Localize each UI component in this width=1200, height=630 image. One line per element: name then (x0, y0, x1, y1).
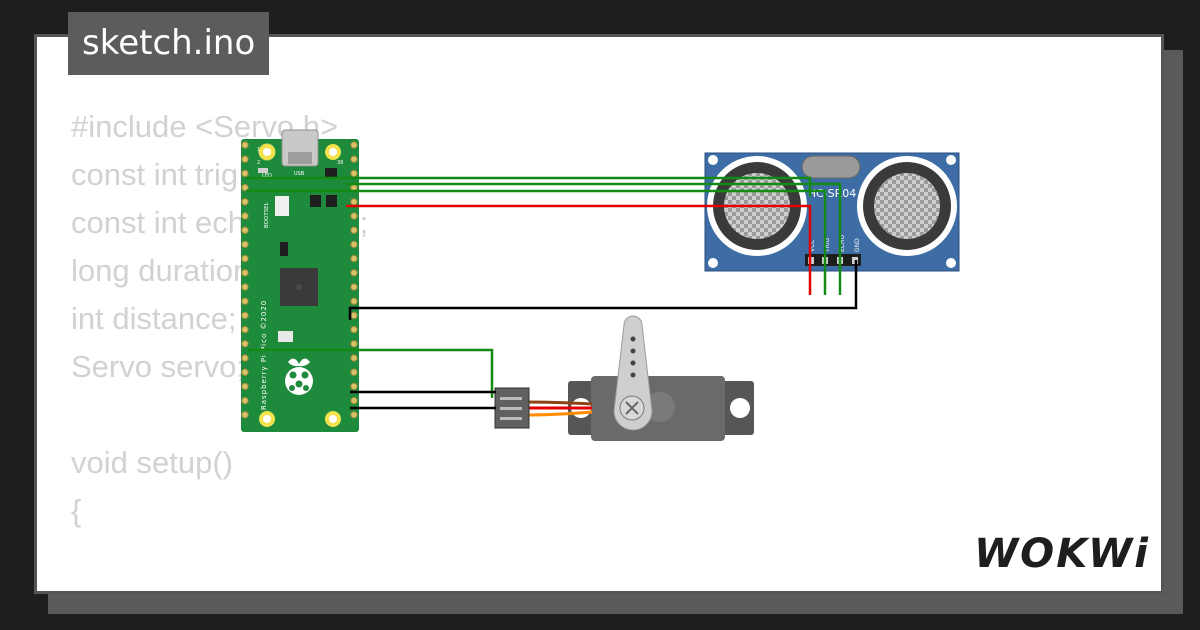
sensor-pin-label: TRIG (824, 237, 831, 253)
pico-pin-1-label: 1 (257, 147, 260, 153)
pico-pin[interactable] (241, 368, 249, 376)
pico-pin[interactable] (241, 411, 249, 419)
pico-led-label: LED (262, 173, 272, 179)
sensor-pin-label: GND (854, 238, 861, 252)
pico-pin-39-label: 39 (337, 160, 343, 166)
pico-pin[interactable] (241, 311, 249, 320)
pico-pin[interactable] (350, 340, 358, 348)
pico-pin[interactable] (241, 354, 249, 362)
wokwi-logo[interactable]: WOKWi (975, 525, 1150, 580)
pico-pin[interactable] (350, 382, 358, 391)
wire-echo[interactable] (346, 182, 842, 295)
code-line: void setup() (71, 445, 233, 480)
pico-pin[interactable] (350, 226, 358, 234)
sensor-pin-label: VCC (809, 240, 816, 252)
wire-servo-signal[interactable] (248, 348, 494, 398)
code-line: long duration; (71, 253, 259, 288)
pico-pin[interactable] (241, 340, 249, 348)
pico-pin[interactable] (241, 212, 249, 220)
code-line: Servo servo; (71, 349, 246, 384)
pico-pin[interactable] (350, 141, 358, 149)
file-name-tab[interactable]: sketch.ino (68, 12, 270, 75)
pico-pin[interactable] (241, 169, 249, 178)
pico-pin[interactable] (241, 325, 249, 334)
pico-pin[interactable] (350, 396, 358, 405)
hc-sr04-sensor[interactable]: HC-SR04 VCC TRIG ECHO GND (704, 152, 960, 272)
code-line: { (71, 493, 82, 528)
pico-pin[interactable] (350, 240, 358, 249)
pico-pin-header-right[interactable] (350, 141, 358, 419)
sensor-label: HC-SR04 (808, 187, 857, 200)
sensor-pin-label: ECHO (839, 235, 846, 252)
pico-board-name: Raspberry Pi Pico ©2020 (260, 300, 268, 410)
pico-pin[interactable] (350, 354, 358, 362)
wire-trig[interactable] (246, 189, 827, 295)
pico-pin[interactable] (350, 325, 358, 334)
pico-pin[interactable] (241, 269, 249, 277)
code-line: Serial1.begin(115200); (71, 583, 399, 591)
pico-pin[interactable] (241, 141, 249, 149)
pico-pin[interactable] (350, 311, 358, 320)
pico-pin-header-left[interactable] (241, 141, 249, 419)
wire-vcc[interactable] (246, 176, 812, 197)
pico-pin[interactable] (350, 368, 358, 376)
pico-pin[interactable] (241, 283, 249, 291)
raspberry-logo-icon (285, 358, 313, 395)
pico-pin[interactable] (350, 254, 358, 263)
pico-pin[interactable] (241, 198, 249, 206)
pico-pin[interactable] (241, 226, 249, 234)
pico-usb-label: USB (294, 171, 305, 177)
pico-pin[interactable] (241, 240, 249, 249)
wire-power[interactable] (346, 204, 812, 295)
pico-pin-2-label: 2 (257, 160, 260, 166)
code-line: int distance; (71, 301, 237, 336)
pico-pin[interactable] (241, 183, 249, 192)
pico-pin[interactable] (350, 212, 358, 220)
pico-pin[interactable] (350, 411, 358, 419)
pico-pin[interactable] (350, 169, 358, 178)
wokwi-logo-text: WOKWi (975, 531, 1150, 577)
pico-pin[interactable] (241, 254, 249, 263)
pico-bootsel-label: BOOTSEL (264, 201, 270, 228)
pico-pin[interactable] (241, 382, 249, 391)
pico-pin[interactable] (350, 269, 358, 277)
ultrasonic-receiver (857, 156, 957, 256)
wires (246, 176, 858, 410)
servo-motor[interactable] (494, 315, 754, 441)
raspberry-pi-pico[interactable]: USB LED 1 2 39 BOOTSEL Raspberry Pi Pico… (241, 129, 359, 432)
wire-ground[interactable] (348, 260, 858, 320)
pico-pin[interactable] (350, 198, 358, 206)
pico-pin[interactable] (350, 155, 358, 163)
pico-pin[interactable] (241, 396, 249, 405)
pico-pin[interactable] (350, 283, 358, 291)
pico-pin[interactable] (350, 297, 358, 305)
pico-pin[interactable] (241, 297, 249, 305)
pico-pin[interactable] (241, 155, 249, 163)
